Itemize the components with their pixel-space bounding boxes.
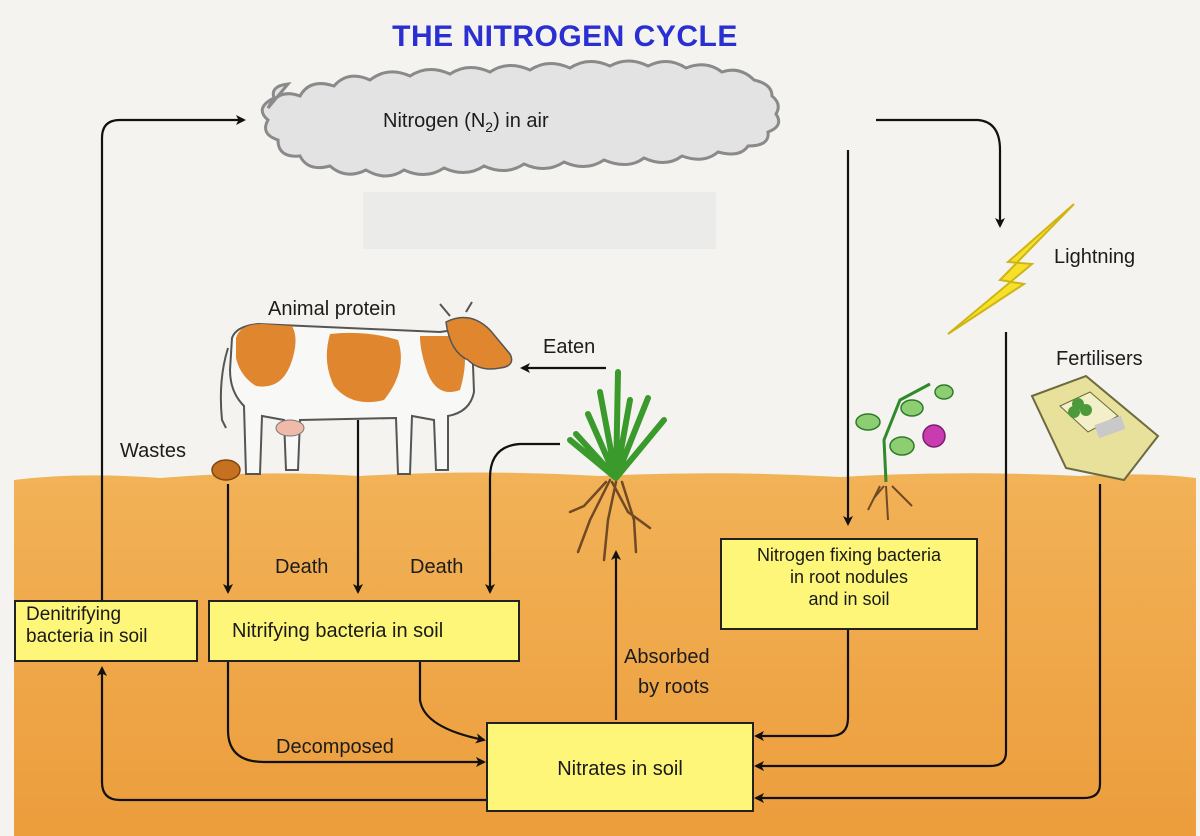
denitrifying-line-1: Denitrifying	[26, 604, 196, 626]
nitrifying-label: Nitrifying bacteria in soil	[232, 620, 443, 642]
fertilisers-label: Fertilisers	[1056, 348, 1143, 370]
air-label-subscript: 2	[485, 119, 493, 135]
lightning-bolt	[948, 204, 1074, 334]
fixing-line-3: and in soil	[722, 588, 976, 610]
death-label-plant: Death	[410, 556, 463, 578]
fixing-line-2: in root nodules	[722, 566, 976, 588]
blank-label-area	[363, 192, 716, 249]
denitrifying-line-2: bacteria in soil	[26, 626, 196, 648]
eaten-label: Eaten	[543, 336, 595, 358]
diagram-title: THE NITROGEN CYCLE	[0, 20, 1130, 54]
animal-protein-label: Animal protein	[268, 298, 396, 320]
air-label: Nitrogen (N2) in air	[383, 110, 549, 138]
denitrifying-bacteria-box: Denitrifying bacteria in soil	[14, 600, 198, 662]
nitrogen-fixing-bacteria-box: Nitrogen fixing bacteria in root nodules…	[720, 538, 978, 630]
wastes-label: Wastes	[120, 440, 186, 462]
nitrates-label: Nitrates in soil	[557, 758, 683, 780]
decomposed-label: Decomposed	[276, 736, 394, 758]
air-label-suffix: ) in air	[493, 110, 549, 132]
absorbed-label: Absorbed by roots	[624, 642, 710, 702]
air-label-prefix: Nitrogen (N	[383, 110, 485, 132]
nitrifying-bacteria-box: Nitrifying bacteria in soil	[208, 600, 520, 662]
wastes-pile	[212, 460, 240, 480]
death-label-animal: Death	[275, 556, 328, 578]
fixing-line-1: Nitrogen fixing bacteria	[722, 544, 976, 566]
lightning-label: Lightning	[1054, 246, 1135, 268]
arrow-air-to-lightning	[876, 120, 1000, 226]
absorbed-line-1: Absorbed	[624, 642, 710, 672]
cow-illustration	[221, 302, 512, 474]
nitrates-in-soil-box: Nitrates in soil	[486, 722, 754, 812]
fertiliser-bag	[1032, 376, 1158, 480]
absorbed-line-2: by roots	[624, 672, 710, 702]
